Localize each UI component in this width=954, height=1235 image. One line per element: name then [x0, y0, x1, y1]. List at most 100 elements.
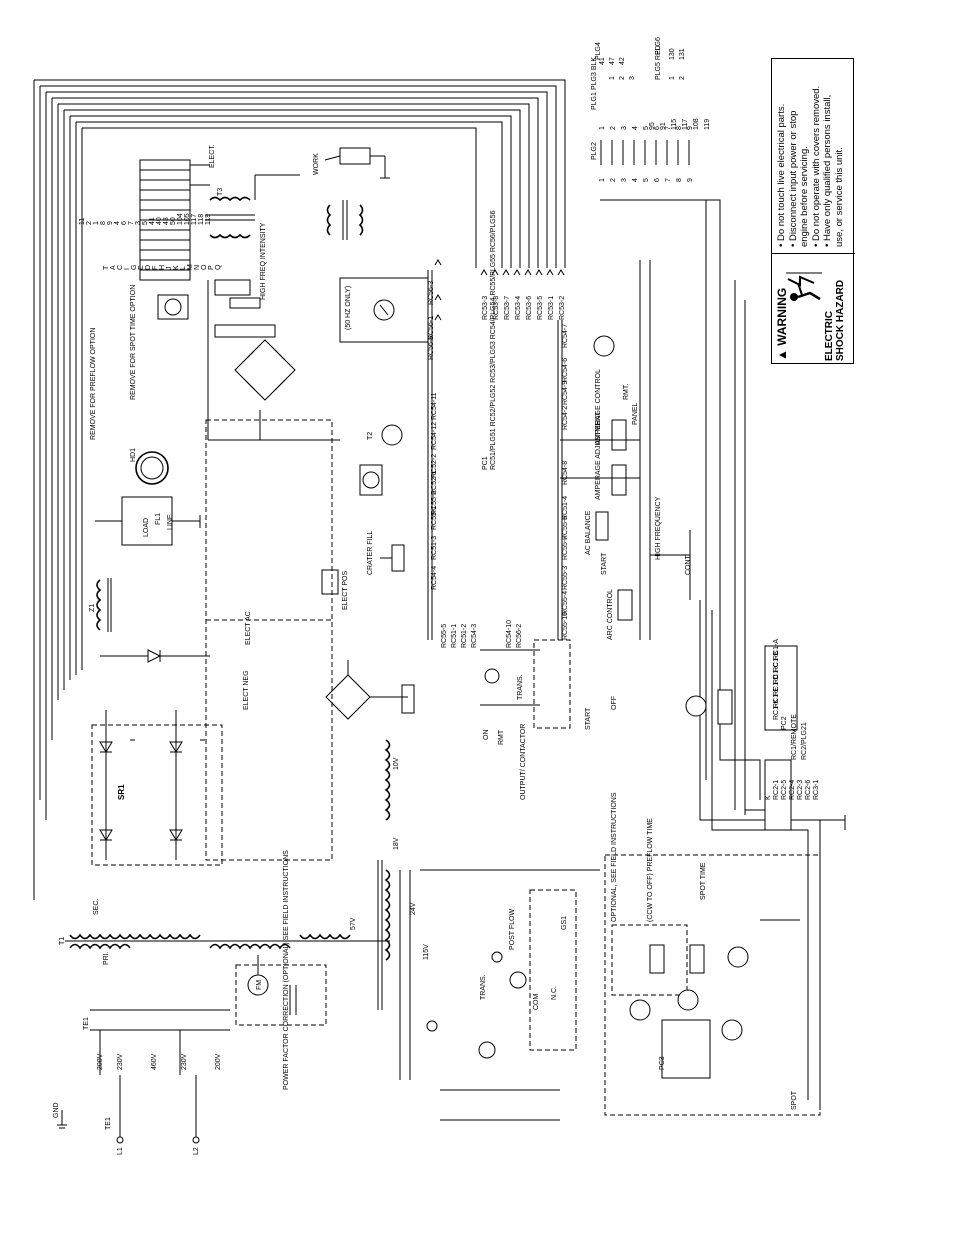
- label-200v-b: 200V: [215, 1053, 222, 1070]
- rc54-right-pin: RC54-7: [562, 324, 569, 348]
- sr3-bridge: [234, 339, 296, 401]
- rc54-right-pin: RC55-7: [562, 536, 569, 560]
- terminal-letter: D: [145, 265, 152, 270]
- warning-header: ▲ WARNING ELECTRIC SHOCK HAZARD: [772, 253, 855, 365]
- label-remove-preflow: REMOVE FOR PREFLOW OPTION: [90, 328, 97, 440]
- rc-left-pins: RC54-11RC54-12RC52-2RC52-1RC55-2RC55-1RC…: [431, 392, 523, 648]
- rc54-right-pin: RC55-6: [562, 516, 569, 540]
- terminal-number: 50: [170, 217, 177, 225]
- warning-bullet: • Do not operate with covers removed.: [810, 85, 822, 247]
- connector-arrow: [434, 294, 442, 301]
- rc-left-pin: RC54-12: [431, 422, 438, 450]
- terminal-number: 4: [114, 221, 121, 225]
- rc-left-pin: RC52-1: [431, 471, 438, 495]
- connector-arrow: [434, 259, 442, 266]
- rc2-pin: RC3-1: [813, 780, 820, 800]
- label-t1: T1: [59, 937, 66, 945]
- rc2-pin: RC2-3: [797, 780, 804, 800]
- label-elect-neg: ELECT NEG: [243, 670, 250, 710]
- plg1-wire: 9: [687, 126, 694, 130]
- label-cont: CONT.: [685, 554, 692, 575]
- hd1-fl1: [95, 451, 201, 546]
- label-pc2: PC2: [781, 716, 788, 730]
- plg2-wire: 2: [610, 178, 617, 182]
- label-output-contactor: OUTPUT/ CONTACTOR: [520, 724, 527, 800]
- rc1-pin: RC1-C: [773, 663, 780, 684]
- label-high-frequency: HIGH FREQUENCY: [655, 496, 662, 560]
- hf-module: [339, 277, 429, 343]
- terminal-letter: C: [117, 265, 124, 270]
- terminal-number: 11: [79, 218, 86, 225]
- warning-subtitle-1: ELECTRIC: [824, 311, 835, 361]
- terminal-number: 40: [156, 217, 163, 225]
- z1-inductor: [96, 578, 112, 632]
- terminal-number: 2: [86, 221, 93, 225]
- plg-extra-wire: 117: [682, 119, 689, 130]
- label-elect: ELECT.: [209, 144, 216, 168]
- top-bus-wires: [33, 79, 566, 900]
- plg2-wire: 4: [632, 178, 639, 182]
- plg3-wire: 3: [629, 76, 636, 80]
- label-l1: L1: [117, 1147, 124, 1155]
- rc54-right-pin: RC54-9: [562, 381, 569, 405]
- rc-left-pin: RC51-2: [461, 624, 468, 648]
- rc53-pin: RC53-6: [526, 296, 533, 320]
- plg2-wire: 6: [654, 178, 661, 182]
- plg2-wire: 1: [599, 178, 606, 182]
- plg2-label: PLG2: [591, 142, 598, 160]
- label-l2: L2: [193, 1147, 200, 1155]
- connector-arrow: [546, 269, 554, 276]
- label-line: LINE: [167, 514, 174, 530]
- rc56-pin: RC56-3: [428, 281, 435, 305]
- plg5-wire: 1: [669, 76, 676, 80]
- label-18v: 18V: [393, 837, 400, 850]
- sr2-bridge: [325, 660, 415, 720]
- meters: [157, 294, 383, 496]
- rc-left-pin: RC56-2: [516, 624, 523, 648]
- rc-left-pin: RC51-1: [451, 624, 458, 648]
- label-crater-fill: CRATER FILL: [367, 531, 374, 575]
- label-remove-spot: REMOVE FOR SPOT TIME OPTION: [130, 285, 137, 400]
- plg-extra-wire: 108: [693, 118, 700, 130]
- label-24v: 24V: [410, 902, 417, 915]
- terminal-letter: Q: [215, 264, 222, 270]
- terminal-letter: O: [201, 264, 208, 270]
- warning-subtitle-2: SHOCK HAZARD: [835, 279, 846, 361]
- input-terminals: [57, 1009, 230, 1144]
- terminal-letter: F: [152, 266, 159, 270]
- warning-bullet: use, or service this unit.: [833, 147, 845, 247]
- rc54-right-pin: RC54-2: [562, 406, 569, 430]
- rc-left-pin: RC52-2: [431, 454, 438, 478]
- label-t2: T2: [367, 432, 374, 440]
- electric-shock-warning: ▲ WARNING ELECTRIC SHOCK HAZARD • Do not…: [771, 58, 855, 365]
- connector-arrow: [480, 269, 488, 276]
- label-fl1: FL1: [155, 513, 162, 525]
- label-sr1: SR1: [117, 784, 126, 800]
- warning-rotated: ▲ WARNING ELECTRIC SHOCK HAZARD • Do not…: [772, 59, 855, 365]
- label-plg-list: RC51/PLG51 RC52/PLG52 RC53/PLG53 RC54/PL…: [490, 210, 497, 470]
- plg-extra-wire: 95: [649, 122, 656, 130]
- t3-transformer: [205, 174, 300, 239]
- rc-left-pin: RC55-1: [431, 506, 438, 530]
- label-arc-control: ARC CONTROL: [607, 589, 614, 640]
- plg-extra-wire: 115: [671, 119, 678, 130]
- rc1-pin: RC1-K: [773, 699, 780, 720]
- terminal-number: 1: [93, 221, 100, 225]
- label-power-factor: POWER FACTOR CORRECTION (OPTIONAL) SEE F…: [283, 850, 290, 1090]
- rc54-right-pin: RC54-8: [562, 461, 569, 485]
- label-preflow-time: (CCW TO OFF) PREFLOW TIME: [647, 818, 654, 922]
- plg1-wire: 3: [621, 126, 628, 130]
- label-rmt: RMT.: [623, 384, 630, 400]
- label-rc1-remote: RC1/REMOTE: [791, 714, 798, 760]
- terminal-letter: P: [208, 265, 215, 270]
- plg1-wire: 5: [643, 126, 650, 130]
- label-start-b: START: [585, 707, 592, 730]
- plg2-wire: 9: [687, 178, 694, 182]
- terminal-number: 119: [205, 214, 212, 225]
- rc56-pin: RC56-6: [428, 336, 435, 360]
- label-te1: TE1: [83, 1017, 90, 1030]
- label-te1-b: TE1: [105, 1117, 112, 1130]
